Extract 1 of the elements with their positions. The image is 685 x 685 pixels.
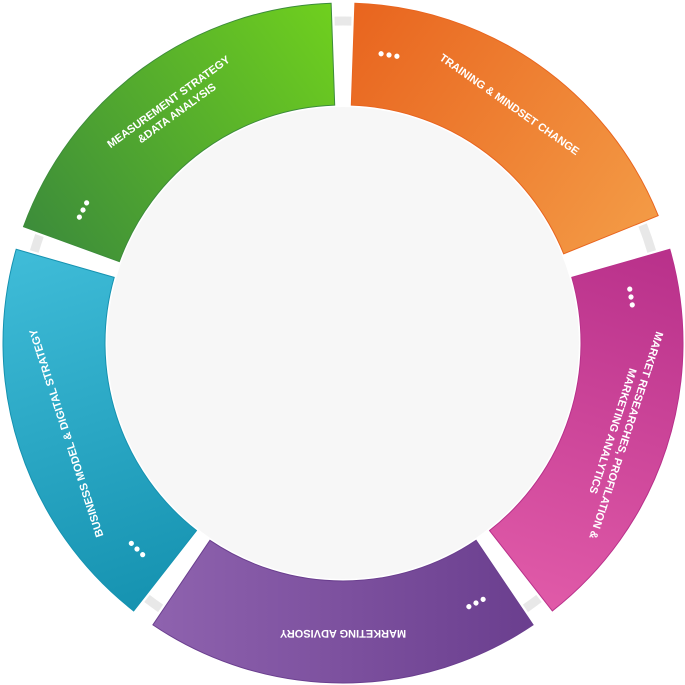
segment-label: MARKETING ADVISORY xyxy=(278,626,408,640)
